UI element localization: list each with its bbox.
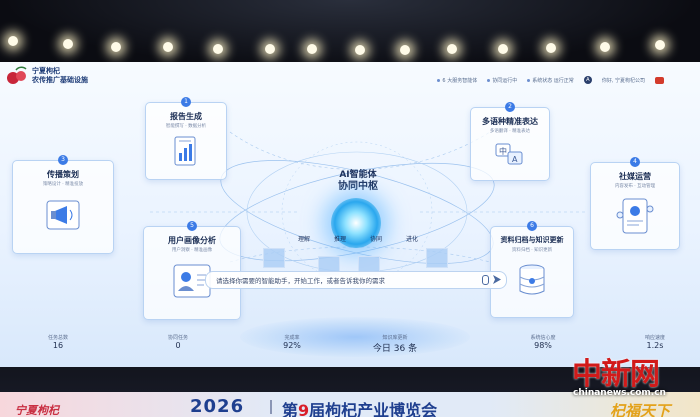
ceiling-lamp: [546, 43, 556, 53]
social-feed-icon: [615, 195, 655, 239]
watermark-logo: 中新网: [572, 349, 659, 393]
goji-logo-icon: [4, 66, 30, 86]
status-item: 协同运行中: [487, 77, 517, 84]
card-title: 用户画像分析: [144, 235, 240, 246]
card-number: 2: [505, 102, 515, 112]
archive-icon: [512, 261, 552, 305]
prompt-input[interactable]: 请选择你需要的智能助手，开始工作，或者告诉我你的需求: [205, 271, 507, 289]
agent-card-planning[interactable]: 3 传播策划 策略设计 · 精准投放: [12, 160, 114, 254]
card-title: 报告生成: [146, 111, 226, 122]
card-title: 传播策划: [13, 169, 113, 180]
stat-completion: 完成率 92%: [272, 334, 312, 350]
status-dot-icon: [487, 79, 490, 82]
card-subtitle: 内容发布 · 互动管理: [591, 183, 679, 189]
agent-card-report[interactable]: 1 报告生成 智能撰写 · 数据分析: [145, 102, 227, 180]
ceiling-lamp: [265, 44, 275, 54]
hub-tag: 协同: [370, 234, 382, 243]
ceiling-lamp: [447, 44, 457, 54]
led-screen: 宁夏枸杞 农传推广基础设施 6 大服务智能体 协同运行中 系统状态 运行正常 A…: [0, 62, 700, 367]
card-number: 1: [181, 97, 191, 107]
stat-total-tasks: 任务总数 16: [38, 334, 78, 350]
user-greeting: 你好, 宁夏枸杞公司: [602, 77, 645, 84]
brand-line1: 宁夏枸杞: [32, 67, 88, 76]
banner-right-text: 杞福天下: [610, 400, 670, 417]
card-title: 社媒运营: [591, 171, 679, 182]
agent-card-social[interactable]: 4 社媒运营 内容发布 · 互动管理: [590, 162, 680, 250]
svg-text:A: A: [512, 155, 518, 164]
status-dot-icon: [527, 79, 530, 82]
card-number: 4: [630, 157, 640, 167]
megaphone-icon: [41, 195, 85, 239]
card-number: 3: [58, 155, 68, 165]
hub-tag: 理解: [298, 234, 310, 243]
stat-response-speed: 响应速度 1.2s: [630, 334, 680, 350]
user-avatar-icon[interactable]: A: [584, 76, 592, 84]
stat-knowledge-updates: 知识库更新 今日 36 条: [365, 334, 425, 354]
ceiling-lamp: [111, 42, 121, 52]
hub-tile: [263, 248, 285, 268]
ceiling-lamp: [213, 44, 223, 54]
notification-icon[interactable]: [655, 77, 664, 84]
stat-confidence: 系统信心度 98%: [518, 334, 568, 350]
banner-year: 2026: [190, 396, 244, 417]
ceiling-lamp: [163, 42, 173, 52]
hub-title: AI智能体: [318, 170, 398, 181]
ceiling-lamp: [600, 42, 610, 52]
ceiling-lamp: [63, 39, 73, 49]
ceiling: [0, 0, 700, 70]
hub-tag: 进化: [406, 234, 418, 243]
status-dot-icon: [437, 79, 440, 82]
watermark-url: chinanews.com.cn: [573, 388, 666, 398]
hub-tile: [426, 248, 448, 268]
status-item: 6 大服务智能体: [437, 77, 477, 84]
top-status-bar: 6 大服务智能体 协同运行中 系统状态 运行正常 A 你好, 宁夏枸杞公司: [437, 76, 664, 84]
report-chart-icon: [170, 135, 202, 169]
card-subtitle: 策略设计 · 精准投放: [13, 181, 113, 187]
card-subtitle: 多语翻译 · 精准表达: [471, 128, 549, 134]
send-icon[interactable]: [492, 274, 502, 285]
hub-subtitle: 协同中枢: [318, 181, 398, 193]
ceiling-lamp: [8, 36, 18, 46]
ceiling-lamp: [307, 44, 317, 54]
ceiling-lamp: [400, 45, 410, 55]
brand: 宁夏枸杞 农传推广基础设施: [4, 66, 88, 86]
brand-line2: 农传推广基础设施: [32, 76, 88, 85]
card-subtitle: 智能撰写 · 数据分析: [146, 123, 226, 129]
stat-collab-tasks: 协同任务 0: [158, 334, 198, 350]
hub-tags: 理解 推理 协同 进化: [298, 234, 418, 243]
agent-card-multilingual[interactable]: 2 多语种精准表达 多语翻译 · 精准表达 中 A: [470, 107, 550, 181]
banner-left-text: 宁夏枸杞: [15, 402, 59, 417]
card-title: 多语种精准表达: [471, 116, 549, 127]
translate-icon: 中 A: [494, 140, 526, 170]
card-number: 6: [527, 221, 537, 231]
prompt-placeholder: 请选择你需要的智能助手，开始工作，或者告诉我你的需求: [216, 275, 385, 285]
ceiling-lamp: [498, 44, 508, 54]
ceiling-lamp: [355, 45, 365, 55]
card-subtitle: 用户洞察 · 精准画像: [144, 247, 240, 253]
status-item: 系统状态 运行正常: [527, 77, 574, 84]
microphone-icon[interactable]: [482, 275, 489, 285]
card-subtitle: 资料归档 · 知识更新: [491, 247, 573, 253]
banner-title: 第9届枸杞产业博览会: [282, 397, 437, 417]
card-title: 资料归档与知识更新: [491, 235, 573, 245]
svg-text:中: 中: [499, 146, 507, 156]
card-number: 5: [187, 221, 197, 231]
brand-text: 宁夏枸杞 农传推广基础设施: [32, 67, 88, 85]
ceiling-lamp: [655, 40, 665, 50]
banner-divider: [270, 400, 272, 414]
hub-tag: 推理: [334, 234, 346, 243]
